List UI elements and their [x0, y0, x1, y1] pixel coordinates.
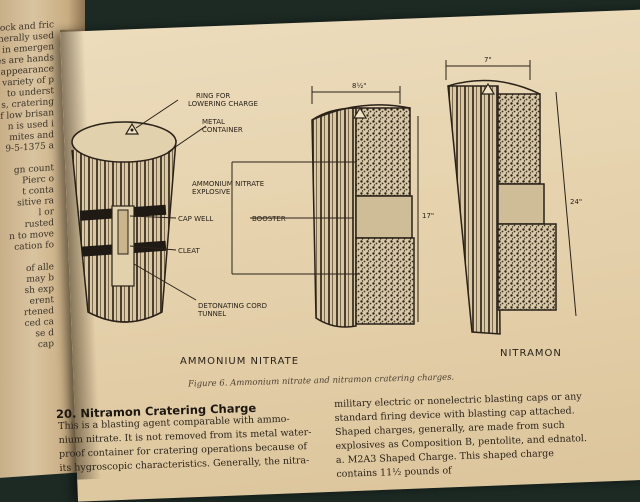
diameter-2-label: 7": [484, 56, 492, 64]
cleat-label: CLEAT: [178, 247, 200, 255]
explosive-label: AMMONIUM NITRATE EXPLOSIVE: [192, 180, 266, 196]
section-left-column: This is a blasting agent comparable with…: [58, 412, 312, 476]
height-2-label: 24": [570, 198, 582, 206]
ammonium-nitrate-charge-drawing: [71, 121, 177, 323]
booster-label: BOOSTER: [252, 215, 286, 223]
ammonium-nitrate-title: AMMONIUM NITRATE: [180, 356, 300, 367]
label-leader-lines: [129, 99, 360, 301]
label-line: CONTAINER: [202, 126, 243, 134]
figure-illustration: RING FOR LOWERING CHARGE METAL CONTAINER…: [71, 56, 582, 335]
metal-container-label: METAL CONTAINER: [202, 118, 243, 134]
det-cord-label: DETONATING CORD TUNNEL: [197, 302, 269, 318]
nitramon-title: NITRAMON: [500, 348, 562, 359]
section-right-column: military electric or nonelectric blastin…: [334, 390, 588, 482]
cap-well-label: CAP WELL: [178, 215, 213, 223]
label-line: EXPLOSIVE: [192, 188, 230, 196]
label-line: TUNNEL: [197, 310, 226, 318]
height-1-label: 17": [422, 212, 434, 220]
ring-label: RING FOR LOWERING CHARGE: [188, 92, 258, 108]
ammonium-nitrate-cutaway-drawing: [311, 86, 419, 328]
label-line: LOWERING CHARGE: [188, 100, 258, 108]
nitramon-charge-drawing: [445, 60, 577, 335]
diameter-1-label: 8½": [352, 82, 366, 90]
